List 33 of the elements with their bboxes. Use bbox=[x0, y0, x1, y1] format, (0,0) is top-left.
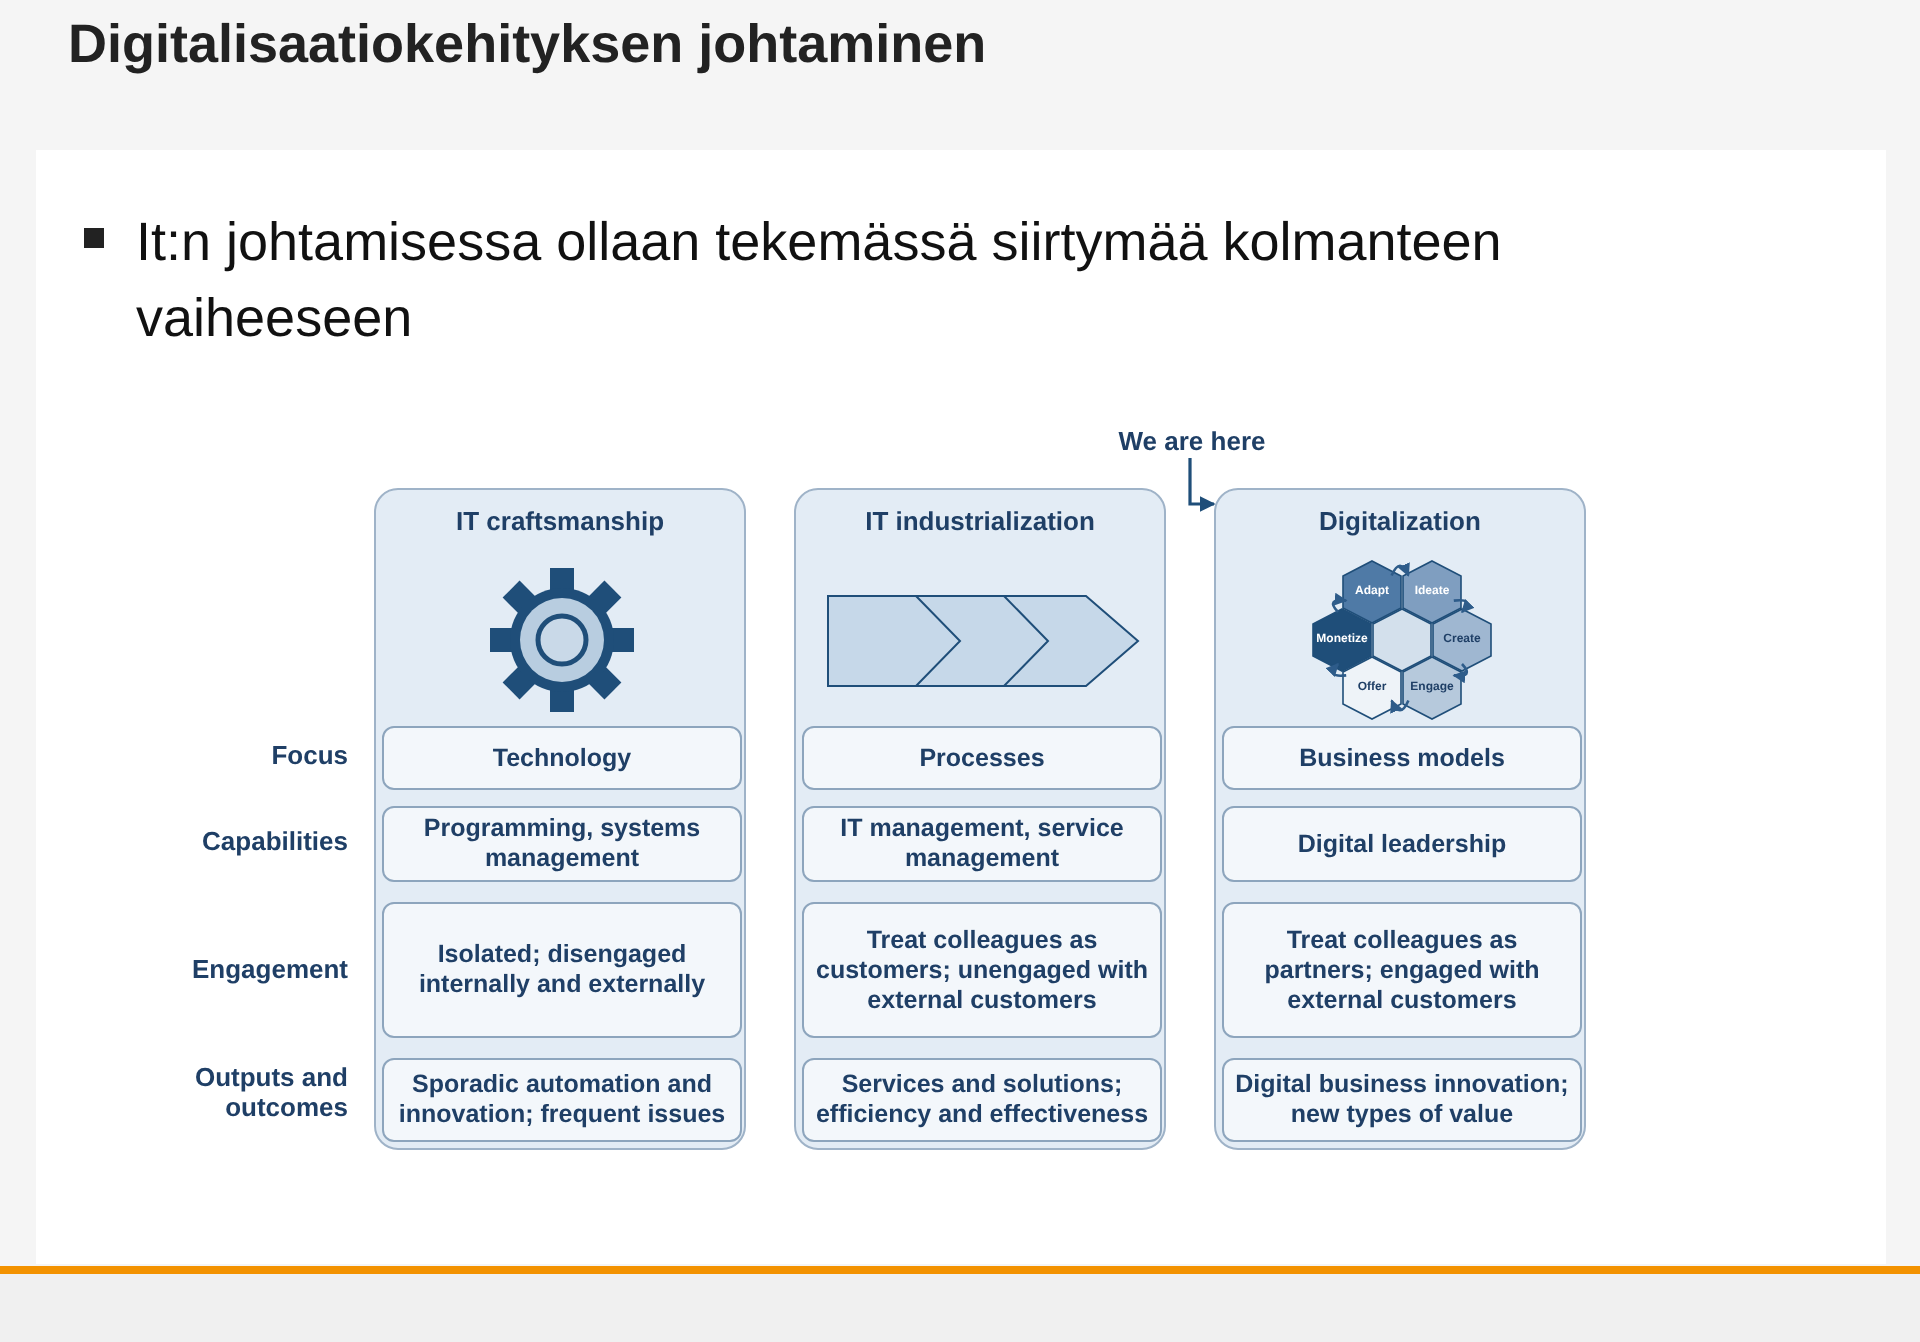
phase-panel bbox=[374, 488, 746, 1150]
attribute-card: Programming, systems management bbox=[382, 806, 742, 882]
row-label: Focus bbox=[269, 740, 348, 770]
attribute-card: Treat colleagues as partners; engaged with external customers bbox=[1222, 902, 1582, 1038]
attribute-card: Processes bbox=[802, 726, 1162, 790]
attribute-card: Sporadic automation and innovation; frequent issues bbox=[382, 1058, 742, 1142]
attribute-card: Services and solutions; efficiency and effectiveness bbox=[802, 1058, 1162, 1142]
hexagon bbox=[1372, 608, 1432, 672]
phase-panel bbox=[794, 488, 1166, 1150]
attribute-card: Technology bbox=[382, 726, 742, 790]
attribute-card: IT management, service management bbox=[802, 806, 1162, 882]
cycle-arrow bbox=[1332, 593, 1348, 613]
cycle-arrow bbox=[1452, 663, 1468, 683]
phase-panel bbox=[1214, 488, 1586, 1150]
cycle-arrow bbox=[1390, 562, 1410, 577]
attribute-card: Digital leadership bbox=[1222, 806, 1582, 882]
phase-heading: IT industrialization bbox=[863, 504, 1097, 540]
row-label: Capabilities bbox=[200, 826, 348, 856]
cycle-arrow bbox=[1390, 699, 1410, 714]
attribute-card: Digital business innovation; new types of value bbox=[1222, 1058, 1582, 1142]
cycle-arrow bbox=[1325, 663, 1347, 678]
row-label: Outputs and outcomes bbox=[192, 1062, 348, 1122]
row-label: Engagement bbox=[189, 954, 348, 984]
slide-title: Digitalisaatiokehityksen johtaminen bbox=[68, 12, 987, 78]
pointer-text: We are here bbox=[1104, 422, 1280, 454]
attribute-card: Isolated; disengaged internally and externally bbox=[382, 902, 742, 1038]
attribute-card: Business models bbox=[1222, 726, 1582, 790]
bullet-text: It:n johtamisessa ollaan tekemässä siirtymää kolmanteen vaiheeseen bbox=[136, 210, 1504, 352]
attribute-card: Treat colleagues as customers; unengaged with external customers bbox=[802, 902, 1162, 1038]
pointer-arrow bbox=[1188, 458, 1216, 512]
cycle-arrow bbox=[1453, 598, 1475, 613]
phase-heading: Digitalization bbox=[1317, 504, 1483, 540]
phase-heading: IT craftsmanship bbox=[453, 504, 667, 540]
